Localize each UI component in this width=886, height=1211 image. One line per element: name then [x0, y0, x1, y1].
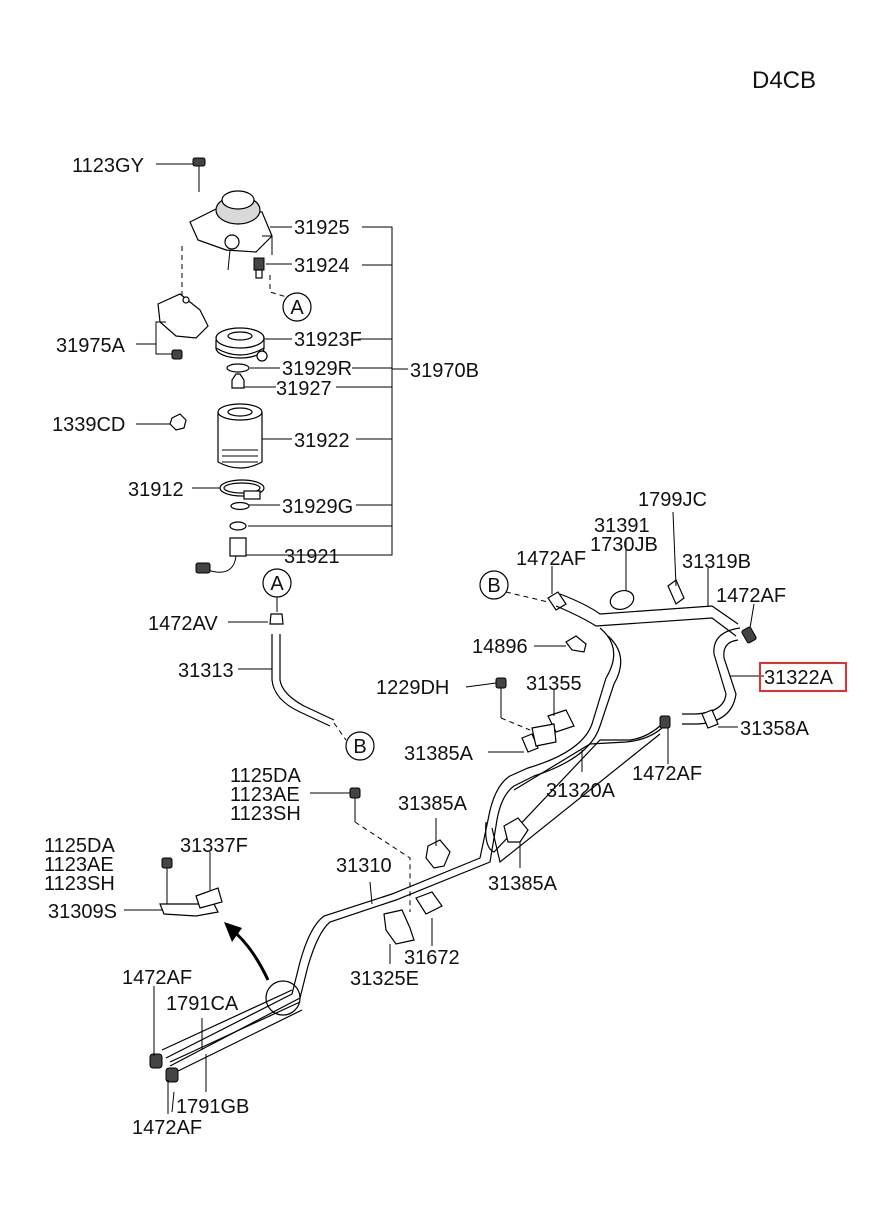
svg-text:A: A: [270, 573, 284, 595]
label-31975a: 31975A: [56, 335, 126, 357]
label-31385a-c: 31385A: [488, 873, 558, 895]
label-31355: 31355: [526, 673, 582, 695]
part-bracket-31672: [415, 891, 443, 915]
label-31310: 31310: [336, 855, 392, 877]
label-31385a-b: 31385A: [398, 793, 468, 815]
detail-arrowhead: [224, 922, 242, 942]
label-31337f: 31337F: [180, 835, 248, 857]
label-31313: 31313: [178, 660, 234, 682]
label-31970b: 31970B: [410, 360, 479, 382]
label-1123gy: 1123GY: [72, 155, 144, 177]
callout-a-lower: A: [262, 568, 292, 598]
label-31925: 31925: [294, 217, 350, 239]
part-clips-31385a: [425, 733, 539, 869]
label-1472af-d: 1472AF: [122, 967, 192, 989]
callout-a-upper: A: [282, 292, 312, 322]
label-1472af-c: 1472AF: [632, 763, 702, 785]
label-31929g: 31929G: [282, 496, 353, 518]
label-1472af-e: 1472AF: [132, 1117, 202, 1139]
part-nipple-31927: [231, 373, 245, 389]
fuel-filter-assembly: [157, 157, 408, 574]
label-31391: 31391: [594, 515, 650, 537]
detail-arrow: [231, 928, 270, 981]
part-bracket-31975a: [157, 293, 209, 360]
part-tube-ends: [149, 989, 303, 1083]
part-bolt-1123gy: [192, 157, 206, 192]
part-filter-head: [189, 190, 273, 271]
label-1472af-b: 1472AF: [716, 585, 786, 607]
label-31922: 31922: [294, 430, 350, 452]
label-31929r: 31929R: [282, 358, 352, 380]
label-31924: 31924: [294, 255, 350, 277]
part-bolt-1125da-upper: [349, 787, 411, 912]
callout-b-lower: B: [345, 731, 375, 761]
upper-right-hoses: [505, 579, 757, 729]
callout-b-upper: B: [479, 570, 509, 600]
part-bracket-31325e: [383, 909, 415, 945]
label-1229dh: 1229DH: [376, 677, 449, 699]
label-1123ae-b: 1123AE: [44, 854, 114, 876]
label-31921: 31921: [284, 546, 340, 568]
label-14896: 14896: [472, 636, 528, 658]
label-1339cd: 1339CD: [52, 414, 125, 436]
label-1730jb: 1730JB: [590, 534, 658, 556]
part-nut-1339cd: [169, 413, 187, 431]
part-hose-31313: [228, 597, 347, 741]
svg-text:B: B: [353, 736, 366, 758]
svg-text:B: B: [487, 575, 500, 597]
label-31320a: 31320A: [546, 780, 616, 802]
label-31358a: 31358A: [740, 718, 810, 740]
part-filter-cap: [215, 327, 268, 362]
label-1123sh-a: 1123SH: [230, 803, 301, 825]
label-31325e: 31325E: [350, 968, 419, 990]
label-31385a-a: 31385A: [404, 743, 474, 765]
label-31672: 31672: [404, 947, 460, 969]
part-sensor-31924: [253, 257, 265, 279]
label-31322a: 31322A: [764, 667, 834, 689]
part-o-ring-31929g: [230, 501, 250, 511]
label-1123ae-a: 1123AE: [230, 784, 300, 806]
label-1472af-a: 1472AF: [516, 548, 586, 570]
svg-text:A: A: [290, 297, 304, 319]
label-1123sh-b: 1123SH: [44, 873, 115, 895]
label-31309s: 31309S: [48, 901, 117, 923]
detail-circle: [265, 980, 301, 1016]
label-31927: 31927: [276, 378, 332, 400]
label-1472av: 1472AV: [148, 613, 218, 635]
label-1125da-b: 1125DA: [44, 835, 115, 857]
part-filter-element: [217, 403, 263, 469]
part-o-ring-31929r: [226, 363, 250, 373]
part-labels: 1123GY 31925 31924 31975A 31923F 31929R …: [44, 155, 847, 1139]
part-bracket-31309s: [159, 857, 223, 917]
label-1791gb: 1791GB: [176, 1096, 249, 1118]
label-1125da-a: 1125DA: [230, 765, 301, 787]
highlight-box-31322a: [759, 662, 847, 692]
part-sensor-31921: [195, 521, 247, 574]
part-bracket-31355: [531, 709, 575, 747]
label-31923f: 31923F: [294, 329, 362, 351]
engine-code: D4CB: [752, 67, 816, 94]
part-band-31912: [219, 479, 265, 500]
label-31912: 31912: [128, 479, 184, 501]
label-1799jc: 1799JC: [638, 489, 707, 511]
label-31319b: 31319B: [682, 551, 751, 573]
main-fuel-lines: [165, 627, 663, 1067]
label-1791ca: 1791CA: [166, 993, 239, 1015]
part-bolt-1229dh: [495, 677, 531, 731]
